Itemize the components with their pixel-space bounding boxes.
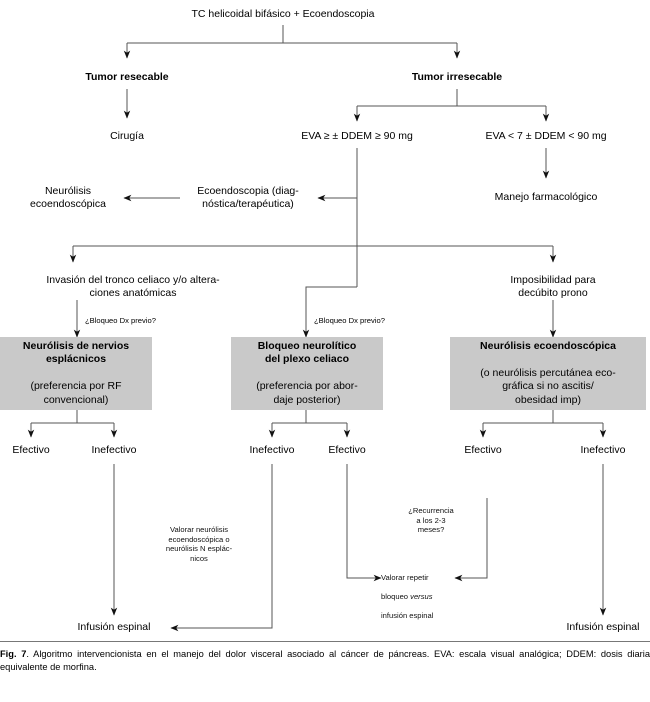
annotation-valorar-repetir: Valorar repetir bloqueo versus infusión …: [381, 563, 481, 630]
label-bloqueo-dx-previo-1: ¿Bloqueo Dx previo?: [85, 316, 156, 325]
box2-plain-text: (preferencia por abor- daje posterior): [256, 380, 358, 406]
box-neurolisis-ecoendoscopica[interactable]: Neurólisis ecoendoscópica (o neurólisis …: [450, 337, 646, 410]
box3-bold-text: Neurólisis ecoendoscópica: [480, 339, 616, 352]
box1-plain-text: (preferencia por RF convencional): [30, 380, 122, 406]
outcome-box2-inefectivo: Inefectivo: [249, 444, 295, 456]
outcome-box3-inefectivo: Inefectivo: [580, 444, 626, 456]
node-tumor-resecable: Tumor resecable: [85, 71, 169, 83]
label-bloqueo-dx-previo-2: ¿Bloqueo Dx previo?: [314, 316, 385, 325]
node-infusion-espinal-right: Infusión espinal: [566, 621, 640, 633]
valorar-repetir-word-bloqueo: bloqueo: [381, 591, 411, 601]
node-tumor-irresecable: Tumor irresecable: [411, 71, 503, 83]
node-neurolisis-ecoendoscopica: Neurólisis ecoendoscópica: [30, 185, 106, 210]
valorar-repetir-line3: infusión espinal: [381, 610, 434, 620]
valorar-repetir-word-versus: versus: [410, 591, 433, 601]
valorar-repetir-line1: Valorar repetir: [381, 572, 429, 582]
figure-caption-label: Fig. 7: [0, 649, 27, 659]
outcome-box2-efectivo: Efectivo: [328, 444, 366, 456]
node-imposibilidad-decubito: Imposibilidad para decúbito prono: [510, 274, 596, 299]
node-manejo-farmacologico: Manejo farmacológico: [494, 191, 598, 203]
box3-plain-text: (o neurólisis percutánea eco- gráfica si…: [480, 366, 616, 406]
node-eva-high: EVA ≥ ± DDEM ≥ 90 mg: [301, 130, 413, 142]
node-invasion-tronco-celiaco: Invasión del tronco celiaco y/o altera- …: [46, 274, 220, 299]
outcome-box3-efectivo: Efectivo: [464, 444, 502, 456]
annotation-valorar-neurolisis: Valorar neurólisis ecoendoscópica o neur…: [165, 525, 233, 563]
outcome-box1-inefectivo: Inefectivo: [91, 444, 137, 456]
figure-caption: Fig. 7. Algoritmo intervencionista en el…: [0, 648, 650, 673]
valorar-repetir-line2: bloqueo versus: [381, 592, 481, 602]
box-neurolisis-esplacnicos[interactable]: Neurólisis de nervios esplácnicos (prefe…: [0, 337, 152, 410]
caption-divider: [0, 641, 650, 642]
box1-bold-text: Neurólisis de nervios esplácnicos: [22, 339, 130, 366]
node-infusion-espinal-left: Infusión espinal: [77, 621, 151, 633]
node-root: TC helicoidal bifásico + Ecoendoscopia: [191, 8, 375, 20]
box2-bold-text: Bloqueo neurolítico del plexo celiaco: [257, 339, 357, 366]
annotation-recurrencia: ¿Recurrencia a los 2-3 meses?: [408, 506, 454, 535]
node-ecoendoscopia: Ecoendoscopia (diag- nóstica/terapéutica…: [197, 185, 299, 210]
node-cirugia: Cirugía: [110, 130, 144, 142]
figure-caption-text: . Algoritmo intervencionista en el manej…: [0, 649, 650, 672]
outcome-box1-efectivo: Efectivo: [12, 444, 50, 456]
node-eva-low: EVA < 7 ± DDEM < 90 mg: [485, 130, 607, 142]
box-bloqueo-plexo-celiaco[interactable]: Bloqueo neurolítico del plexo celiaco (p…: [231, 337, 383, 410]
